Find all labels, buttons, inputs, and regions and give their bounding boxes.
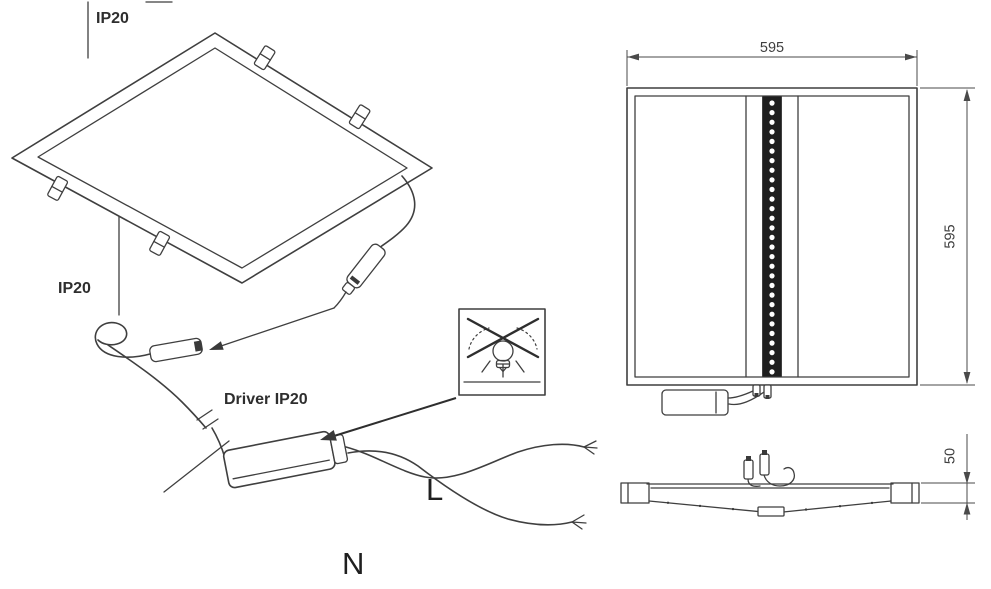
driver-body <box>222 430 336 489</box>
panel-cable <box>375 175 416 251</box>
cable-connector-female <box>149 337 203 363</box>
mounting-clip-1 <box>253 45 276 71</box>
front-view: 595 <box>626 40 975 416</box>
panel-outline <box>11 32 433 284</box>
connection-arrow <box>209 307 335 350</box>
profile-right-cap <box>890 482 920 504</box>
profile-connectors <box>743 450 796 487</box>
connector-tail-wire <box>333 291 347 309</box>
driver-wire-live <box>345 440 598 479</box>
isometric-view: IP20 IP20 Driver IP20 L N <box>11 1 598 581</box>
cross-out-icon <box>466 317 540 359</box>
mounting-clip-3 <box>47 175 69 201</box>
cable-connector-male <box>341 243 386 295</box>
connector-lead-wire <box>107 344 207 429</box>
profile-left-cap <box>620 482 650 504</box>
light-rays <box>481 360 525 378</box>
driver-unit <box>222 430 349 489</box>
wire-break-mark-1 <box>196 409 213 421</box>
height-dimension-label: 595 <box>943 224 959 248</box>
depth-dimension-label: 50 <box>943 448 959 464</box>
front-panel <box>626 87 918 386</box>
ip20-side-label: IP20 <box>58 280 91 297</box>
height-dimension: 595 <box>920 87 975 386</box>
front-driver-body <box>661 389 729 416</box>
side-view: 50 <box>620 434 975 520</box>
width-dimension-label: 595 <box>760 40 784 56</box>
live-wire-label: L <box>426 472 443 507</box>
width-dimension: 595 <box>626 40 918 86</box>
profile-led-channel <box>757 506 785 517</box>
connector-lead-loop <box>94 321 151 358</box>
ip20-top-label: IP20 <box>96 10 129 27</box>
depth-dimension: 50 <box>921 434 975 520</box>
panel-inner-frame <box>37 47 408 269</box>
driver-wire-neutral <box>347 450 587 530</box>
insulation-scribble-right <box>516 327 538 350</box>
mounting-clip-4 <box>149 230 171 256</box>
mounting-clip-2 <box>348 104 371 130</box>
no-cover-warning <box>458 308 546 396</box>
driver-label: Driver IP20 <box>224 391 308 408</box>
front-driver <box>661 384 772 416</box>
insulation-scribble-left <box>468 327 490 350</box>
warning-arrow <box>320 397 457 441</box>
side-profile <box>620 450 920 517</box>
neutral-wire-label: N <box>342 546 364 581</box>
led-strip <box>762 95 782 378</box>
driver-leader-line <box>163 440 230 493</box>
profile-rivets <box>666 501 874 511</box>
wire-break-mark-2 <box>202 418 219 430</box>
